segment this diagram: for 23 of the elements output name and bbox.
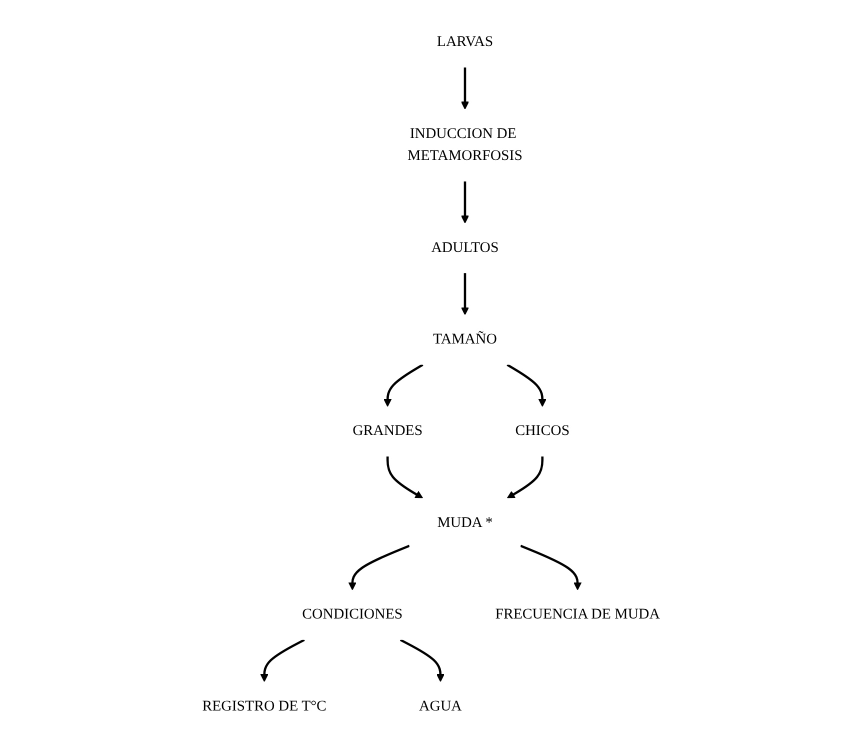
node-text: CONDICIONES [302,606,404,622]
flowchart: LARVAS INDUCCION DE METAMORFOSIS ADULTOS TAMAÑO GRANDES CHICOS CONDICIONES MUDA * REGISTRO DE T°C AGUA FRECUENCIA DE MUDA [167,10,696,739]
node-text: AGUA [419,698,462,714]
node-text: ADULTOS [432,240,500,256]
node-text: GRANDES [353,423,424,439]
node-text: MUDA * [438,514,494,531]
arrow [348,544,410,590]
node-text: TAMAÑO [433,331,498,348]
arrow [461,67,470,110]
arrow [507,456,544,499]
arrow [461,273,470,316]
node-text: CHICOS [516,423,570,439]
node-text: INDUCCION DE METAMORFOSIS [408,126,523,164]
arrow [507,364,547,407]
node-text: FRECUENCIA DE MUDA [496,606,660,622]
arrow [461,181,470,224]
node-text: REGISTRO DE T°C [202,698,327,714]
arrow [520,544,582,590]
arrow [400,638,445,682]
node-text: LARVAS [437,34,494,50]
arrow [384,364,424,407]
arrow [260,638,306,682]
arrow [386,456,424,499]
